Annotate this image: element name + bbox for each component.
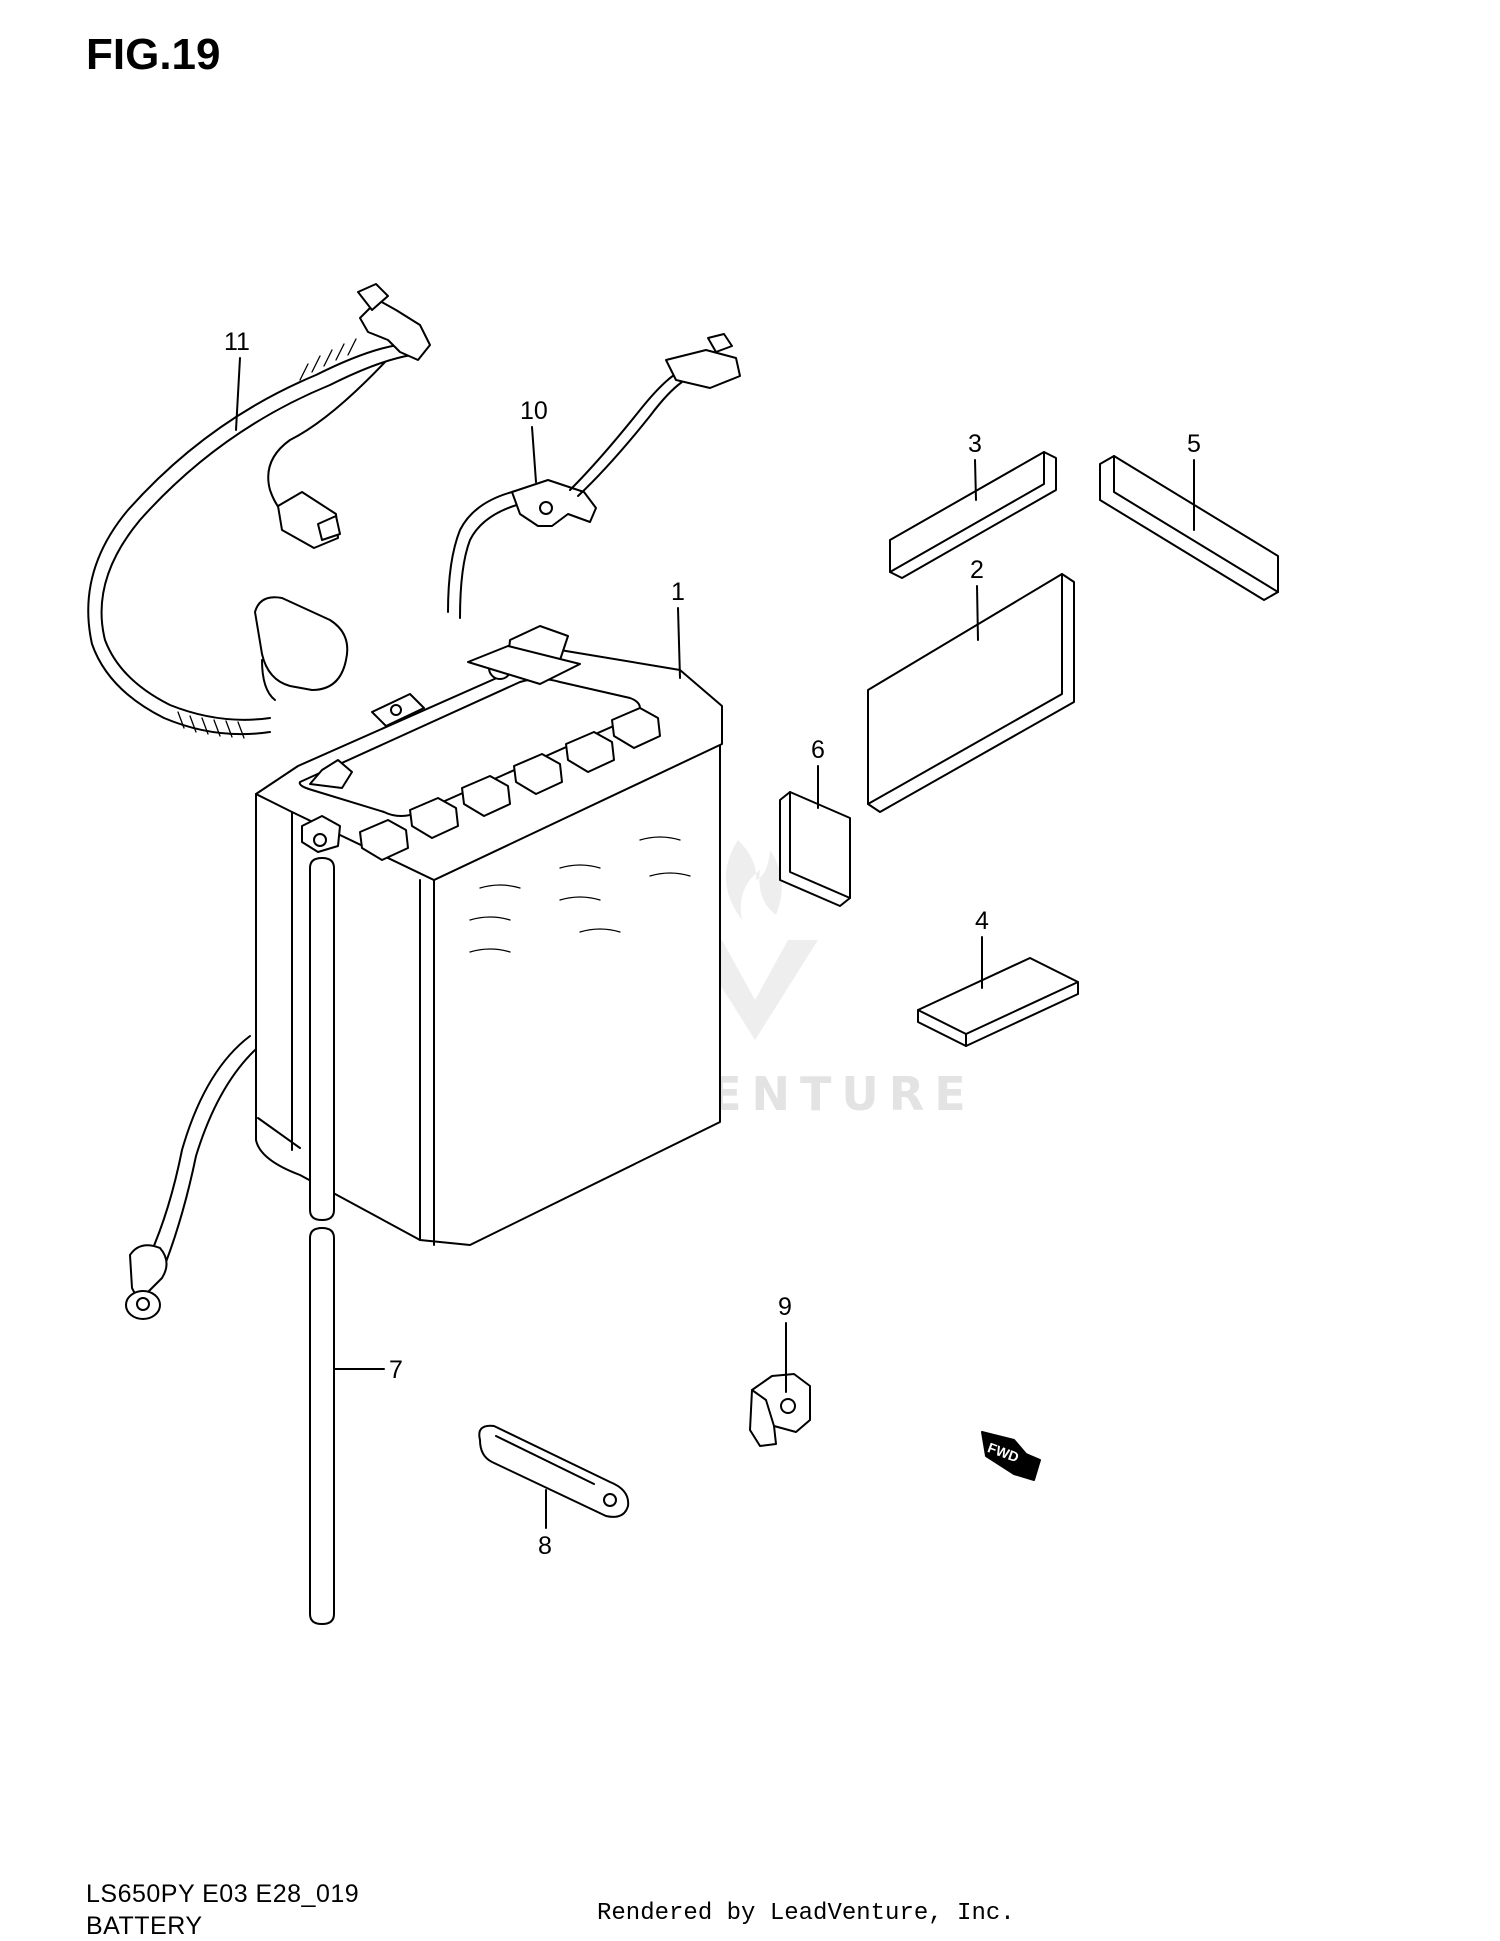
- callout-7: 7: [389, 1356, 403, 1384]
- callout-6: 6: [811, 736, 825, 764]
- callout-8: 8: [538, 1532, 552, 1560]
- callout-9: 9: [778, 1293, 792, 1321]
- rendered-by-credit: Rendered by LeadVenture, Inc.: [597, 1900, 1015, 1927]
- breather-tube-part-7: [309, 857, 385, 1625]
- pad-part-4: [917, 957, 1079, 1047]
- strip-part-5: [1099, 455, 1279, 601]
- callout-4: 4: [975, 907, 989, 935]
- callout-11: 11: [224, 328, 250, 356]
- leader-lines: [235, 357, 1195, 1529]
- forward-direction-arrow: FWD: [981, 1431, 1041, 1481]
- battery-part-1: [255, 625, 723, 1246]
- callout-3: 3: [968, 430, 982, 458]
- section-name: BATTERY: [86, 1912, 203, 1940]
- bracket-part-8: [478, 1424, 630, 1518]
- pad-part-6: [779, 791, 851, 907]
- strip-part-3: [889, 451, 1057, 579]
- callout-10: 10: [520, 397, 548, 425]
- figure-title: FIG.19: [86, 30, 221, 79]
- callout-labels: 11 10 1 2 3 5 6 4 7 9 8: [224, 328, 1201, 1560]
- battery-cable-part-11: [87, 283, 431, 1320]
- pad-part-2: [867, 573, 1075, 813]
- callout-5: 5: [1187, 430, 1201, 458]
- lead-wire-part-10: [447, 333, 741, 619]
- callout-1: 1: [671, 578, 685, 606]
- callout-2: 2: [970, 556, 984, 584]
- model-code: LS650PY E03 E28_019: [86, 1880, 360, 1908]
- clip-part-9: [749, 1373, 811, 1447]
